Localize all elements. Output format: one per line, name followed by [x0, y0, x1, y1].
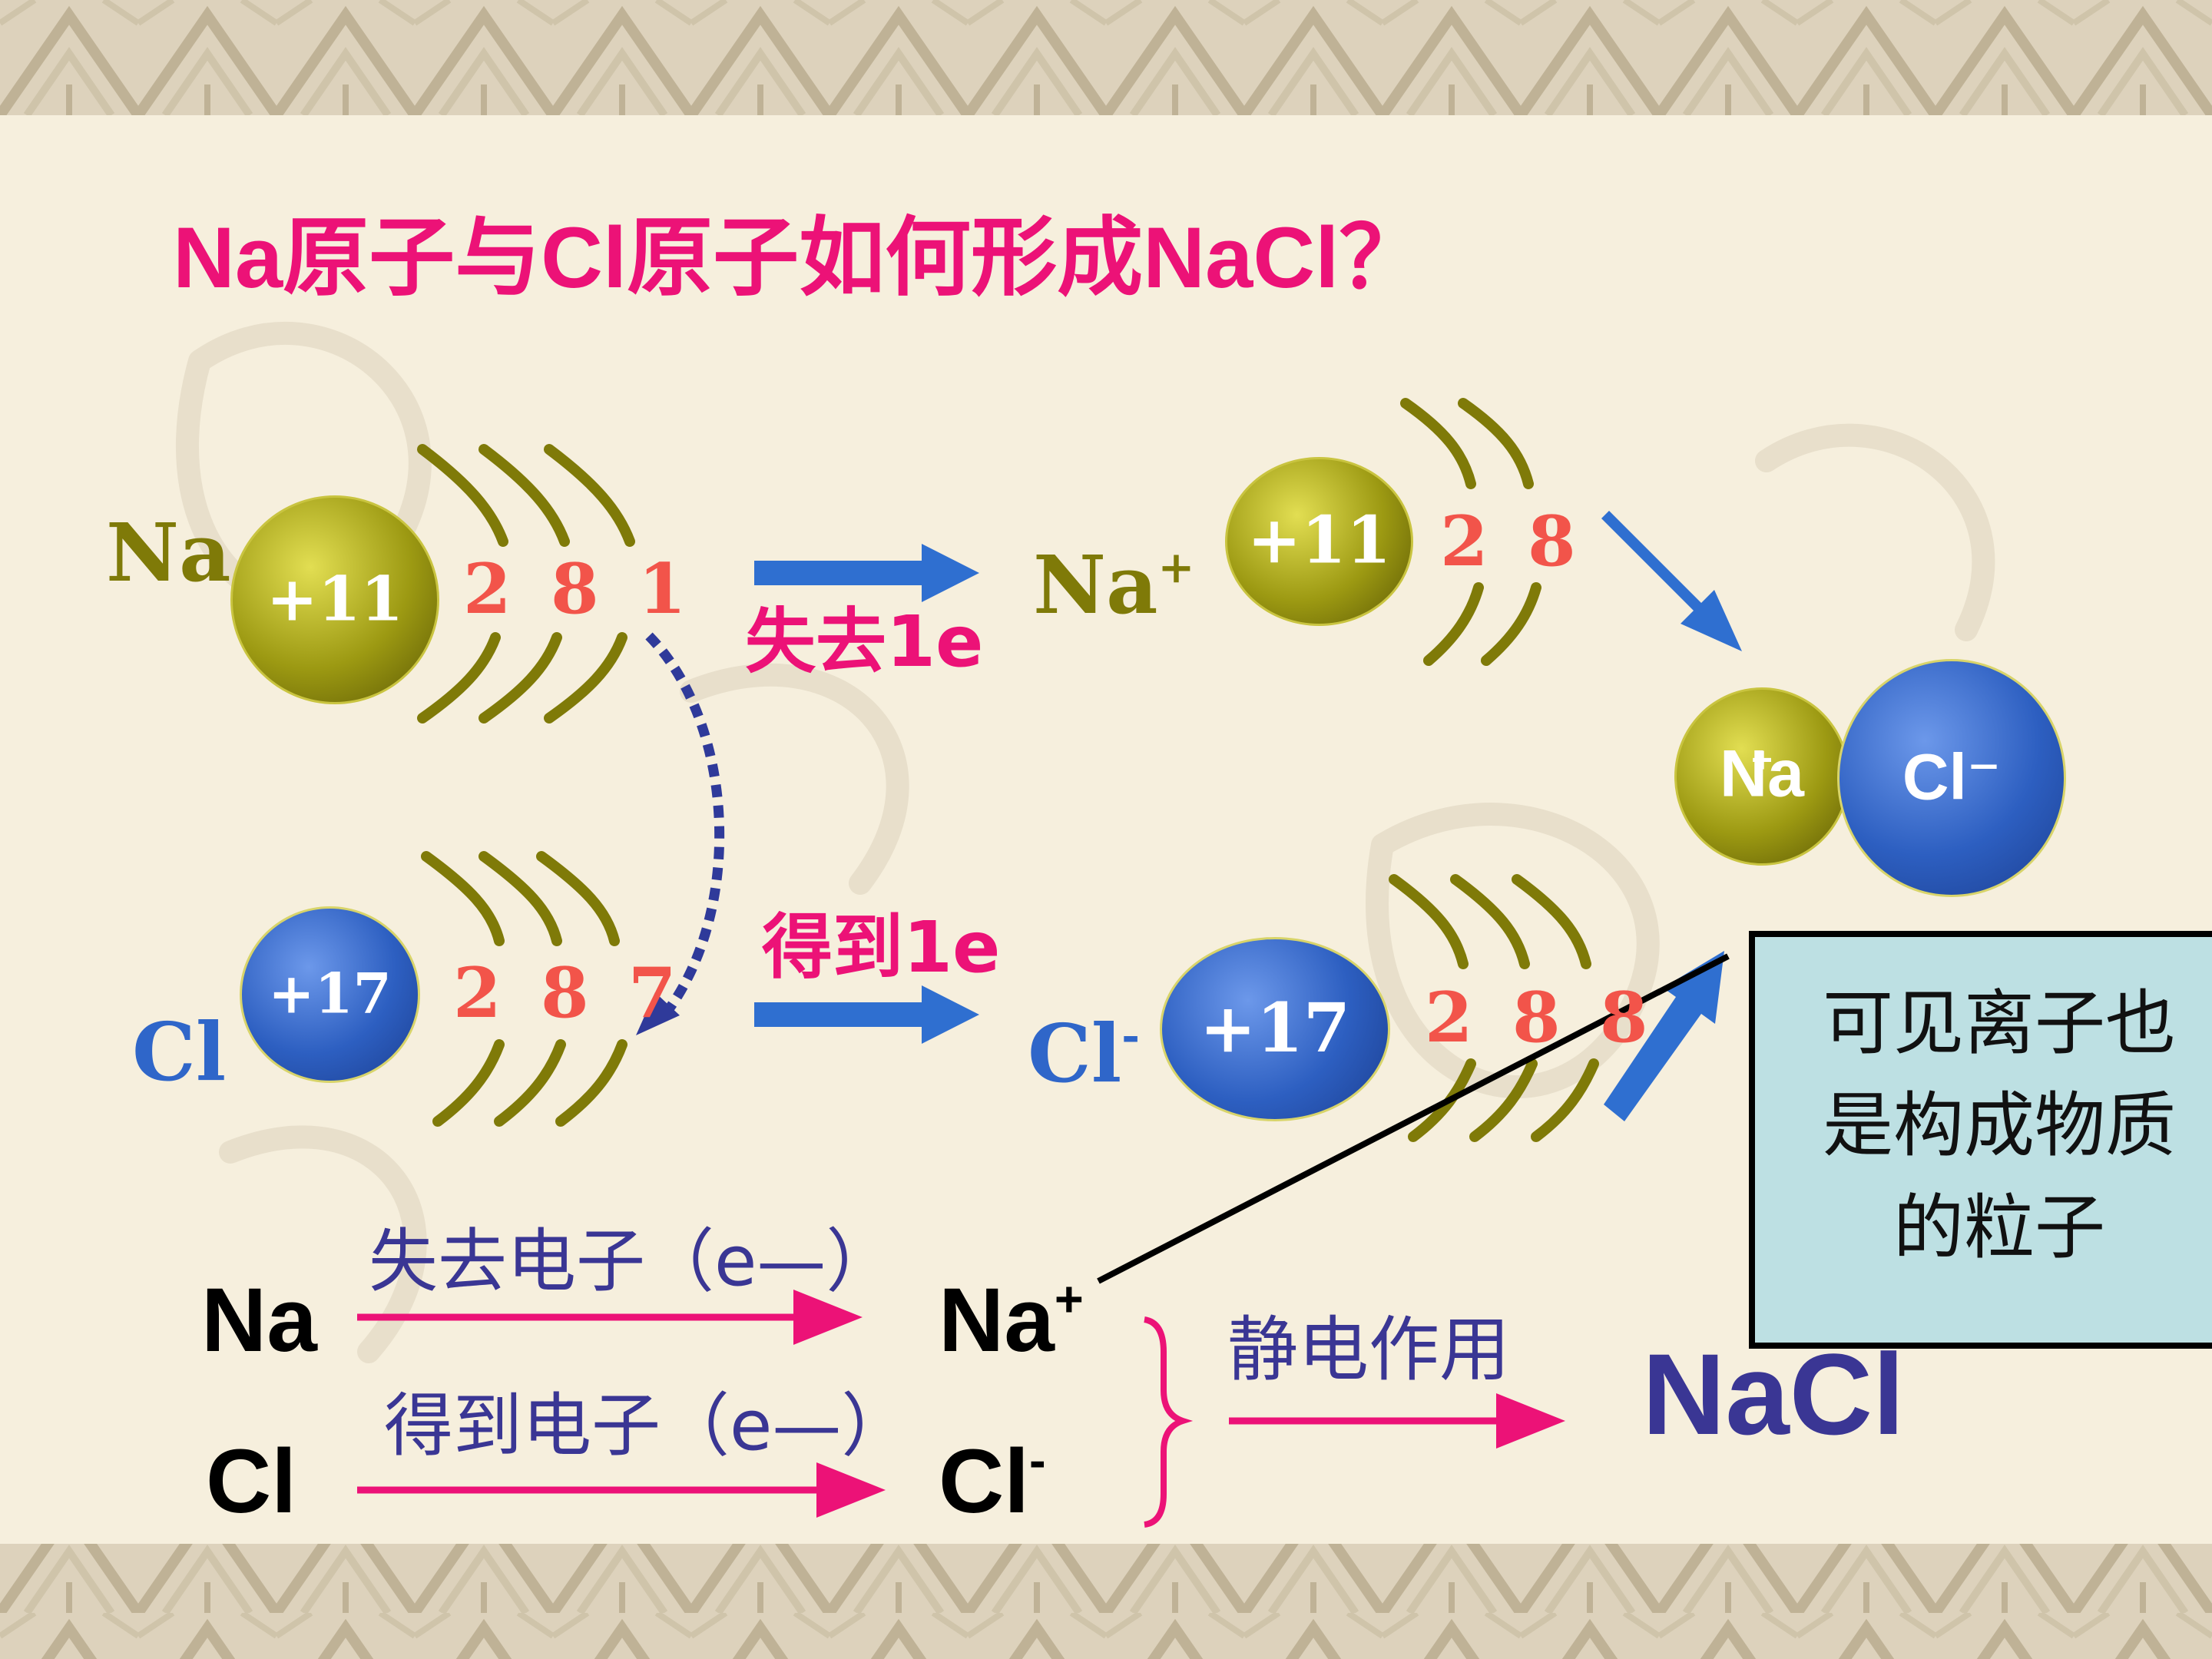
equation-lose-label: 失去电子（e—） [369, 1221, 896, 1302]
na-ion-shells [1400, 398, 1541, 666]
transfer-arrows [754, 511, 1742, 1121]
equation-arrows [357, 1290, 1565, 1518]
gain-arrow [754, 985, 979, 1044]
equation-cl-ion: Cl- [939, 1431, 1046, 1532]
cl-atom-nucleus-charge: +17 [268, 960, 392, 1026]
note-line-2: 是构成物质 [1822, 1084, 2176, 1167]
compound-cl-label: Cl⁻ [1902, 740, 2002, 813]
na-ion-nucleus-charge: +11 [1247, 502, 1392, 578]
cl-atom-electrons: 2 8 7 [453, 952, 684, 1034]
note-line-1: 可见离子也 [1822, 982, 2176, 1065]
note-pointer-line [1097, 953, 1730, 1284]
page-title: Na原子与Cl原子如何形成NaCl？ [173, 210, 1426, 306]
na-ion-nucleus: +11 [1225, 457, 1413, 626]
note-callout: 可见离子也 是构成物质 的粒子 [1749, 931, 2212, 1349]
cl-atom-label: Cl [132, 1005, 227, 1099]
electron-transfer-arrowhead [636, 992, 680, 1035]
lose-arrow [754, 544, 979, 602]
note-line-3: 的粒子 [1892, 1187, 2105, 1269]
cl-atom-nucleus: +17 [240, 906, 420, 1083]
top-border [0, 0, 2212, 115]
equation-cl: Cl [206, 1431, 296, 1532]
equation-cl-ion-charge: - [1029, 1432, 1046, 1488]
na-atom-nucleus: +11 [230, 495, 439, 704]
na-atom-nucleus-charge: +11 [266, 562, 404, 635]
equation-na-ion-charge: + [1054, 1270, 1084, 1327]
na-ion-label: Na+ [1033, 538, 1195, 632]
cl-ion-nucleus: +17 [1160, 937, 1390, 1121]
equation-na-ion: Na+ [939, 1270, 1084, 1371]
cl-ion-nucleus-charge: +17 [1199, 988, 1351, 1068]
gain-electron-label: 得到1e [762, 906, 1001, 988]
curly-brace [1144, 1316, 1194, 1528]
na-atom-shells [417, 444, 635, 724]
bottom-border [0, 1544, 2212, 1659]
cl-ion-electrons: 2 8 8 [1425, 977, 1656, 1058]
compound-na-label: Na+ [1720, 737, 1804, 811]
equation-product: NaCl [1642, 1330, 1905, 1459]
cl-ion-label: Cl- [1028, 1006, 1141, 1101]
cl-ion-charge: - [1121, 1009, 1141, 1061]
lose-electron-label: 失去1e [745, 601, 984, 683]
electron-transfer-path [645, 632, 725, 1015]
na-atom-electrons: 2 8 1 [463, 548, 694, 630]
na-ion-to-compound-arrow [1590, 511, 1742, 651]
cl-atom-shells [421, 851, 628, 1127]
compound-na-ball: Na+ [1674, 687, 1849, 866]
watermark [175, 321, 1995, 1363]
cl-ion-to-compound-arrow [1604, 951, 1724, 1121]
compound-cl-ball: Cl⁻ [1837, 659, 2066, 897]
cl-ion-shells [1389, 874, 1599, 1142]
na-atom-label: Na [106, 505, 231, 600]
equation-gain-label: 得到电子（e—） [384, 1386, 911, 1466]
na-ion-charge: + [1157, 541, 1195, 593]
equation-na: Na [201, 1270, 317, 1371]
na-ion-electrons: 2 8 [1440, 501, 1584, 582]
electrostatic-force-label: 静电作用 [1227, 1309, 1511, 1391]
